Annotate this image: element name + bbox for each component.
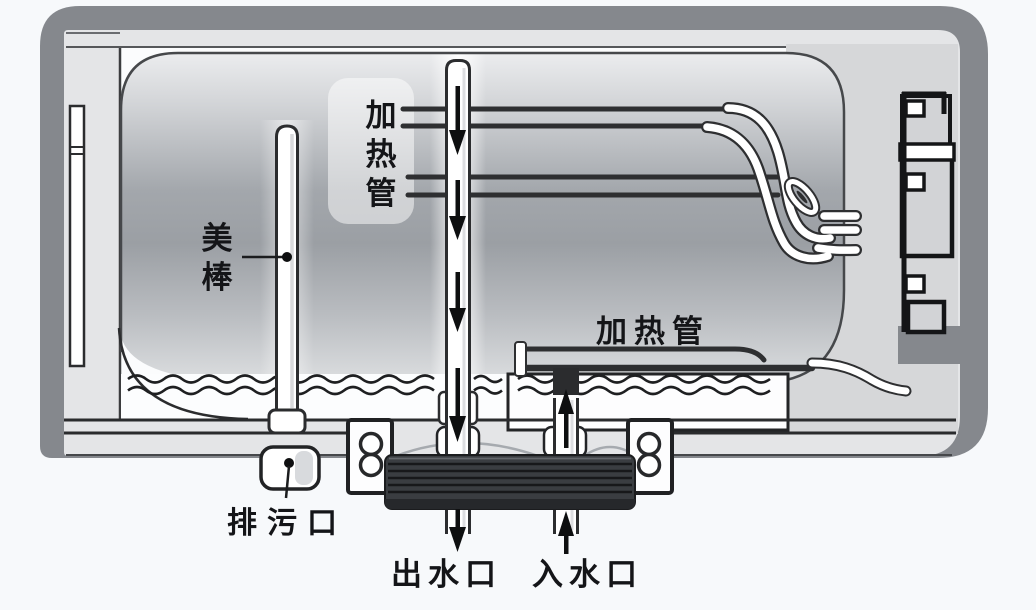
outlet-pipe [437, 59, 479, 534]
label-glow [328, 78, 414, 224]
shell-seam [68, 104, 86, 368]
outlet-stub-arrow [449, 509, 466, 552]
flow-up-arrow-icon [558, 389, 574, 448]
inner-tank [117, 51, 846, 421]
tube-twist [783, 177, 821, 217]
leader-dot [284, 458, 294, 468]
magnesium-rod-label: 美棒 [201, 221, 233, 295]
flange-bolts [358, 431, 662, 478]
flow-down-arrow-icon [449, 86, 466, 442]
leader-dot [282, 252, 292, 262]
drain-leader-line [284, 465, 291, 499]
rod-leader-line [242, 252, 292, 262]
water-outlet-label: 出水口 [391, 557, 502, 592]
inlet-stub-arrow [558, 511, 574, 554]
heating-tube-lower-label: 加热管 [596, 314, 710, 349]
rod-tip [267, 408, 307, 435]
heating-tube-connections [701, 102, 862, 265]
drain-outlet-label: 排污口 [227, 507, 347, 540]
heating-tube-upper-label: 加热管 [365, 98, 397, 211]
water-inlet-label: 入水口 [532, 557, 643, 592]
drain-plug [259, 445, 321, 499]
magnesium-rod [242, 124, 307, 435]
flange-cover [384, 454, 636, 510]
mounting-bracket [898, 91, 956, 335]
